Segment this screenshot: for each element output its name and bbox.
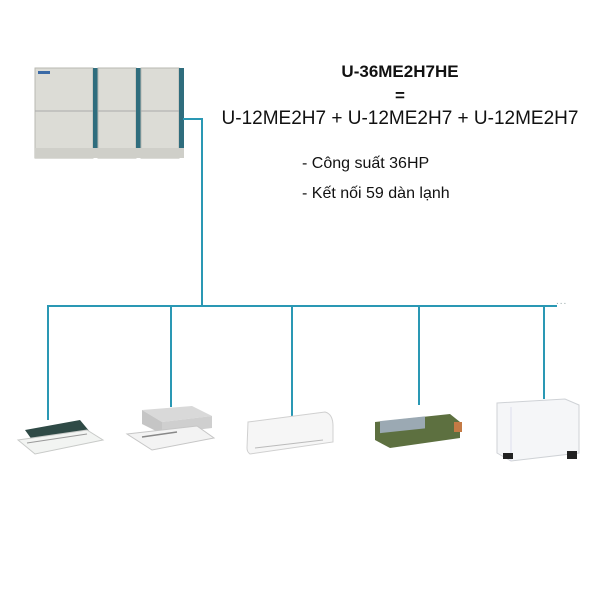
pipe-main-horizontal — [183, 118, 202, 120]
indoor-unit-1way-cassette — [16, 420, 105, 455]
equals-sign: = — [395, 86, 405, 105]
pipe-drop-5 — [543, 305, 545, 399]
pipe-drop-1 — [47, 305, 49, 420]
indoor-unit-floor-standing — [496, 398, 580, 462]
spec-connection: - Kết nối 59 dàn lạnh — [302, 185, 450, 202]
pipe-drop-2 — [170, 305, 172, 407]
indoor-unit-4way-cassette — [125, 406, 216, 451]
pipe-main-vertical — [201, 118, 203, 306]
indoor-unit-ducted — [375, 414, 462, 448]
spec-capacity: - Công suất 36HP — [302, 155, 430, 172]
outdoor-unit-image — [34, 67, 184, 159]
pipe-branch-header — [47, 305, 557, 307]
module-formula: U-12ME2H7 + U-12ME2H7 + U-12ME2H7 — [221, 108, 579, 129]
indoor-unit-wall-mounted — [246, 411, 334, 455]
continuation-dots: ... — [556, 296, 568, 307]
combined-model: U-36ME2H7HE — [341, 62, 459, 81]
pipe-drop-4 — [418, 305, 420, 405]
pipe-drop-3 — [291, 305, 293, 417]
